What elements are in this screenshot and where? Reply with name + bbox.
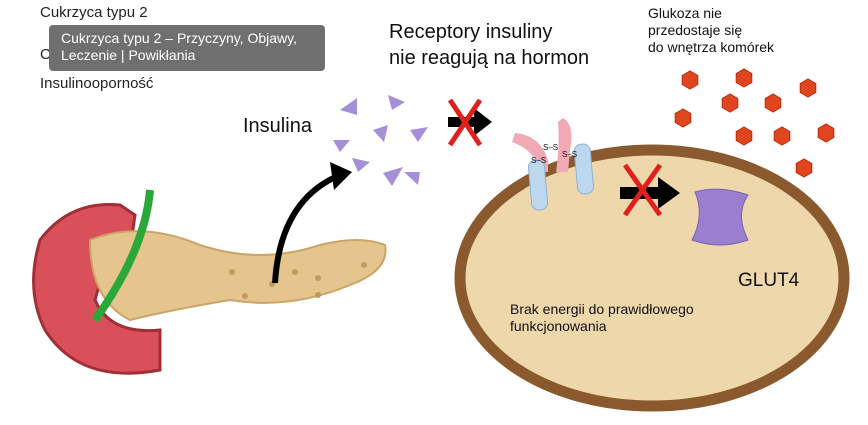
glucose-molecule — [681, 70, 699, 90]
glut4-label: GLUT4 — [738, 270, 800, 291]
insulin-label: Insulina — [243, 115, 313, 137]
glucose-label-line-3: do wnętrza komórek — [648, 39, 775, 55]
insulin-molecules — [333, 95, 428, 186]
disulfide-label: S–S — [562, 150, 577, 159]
secretion-arrow — [272, 172, 342, 284]
energy-label: Brak energii do prawidłowego — [510, 301, 694, 317]
glucose-molecule — [764, 93, 782, 113]
receptor-title-line-2: nie reagują na hormon — [389, 47, 589, 69]
blocked-arrow-icon — [447, 98, 492, 147]
energy-label-line-2: funkcjonowania — [510, 318, 607, 334]
secretion-arrow-head — [330, 162, 352, 190]
cell — [454, 144, 850, 412]
related-links: Cukrzyca typu 2 C Insulinooporność — [40, 0, 340, 100]
glucose-molecule — [735, 126, 753, 146]
tooltip: Cukrzyca typu 2 – Przyczyny, Objawy, Lec… — [49, 25, 325, 71]
glucose-label-line-2: przedostaje się — [648, 22, 742, 38]
glucose-molecule — [735, 68, 753, 88]
glucose-molecule — [674, 108, 692, 128]
glucose-molecule — [773, 126, 791, 146]
blocked-arrow-icon — [620, 163, 680, 217]
glucose-molecule — [795, 158, 813, 178]
glucose-label: Glukoza nie — [648, 5, 722, 21]
disulfide-label: S–S — [543, 143, 558, 152]
glucose-molecule — [817, 123, 835, 143]
glut4-transporter — [691, 188, 749, 246]
glucose-molecules — [674, 68, 835, 178]
pancreas-illustration — [32, 189, 387, 375]
receptor-title: Receptory insuliny — [389, 21, 552, 43]
link-cukrzyca-typu-2[interactable]: Cukrzyca typu 2 — [40, 4, 148, 21]
glucose-molecule — [721, 93, 739, 113]
glucose-molecule — [799, 78, 817, 98]
link-hidden[interactable]: C — [40, 46, 51, 63]
insulin-receptor: S–S S–S S–S — [512, 118, 594, 211]
disulfide-label: S–S — [531, 156, 546, 165]
link-insulinoopornosc[interactable]: Insulinooporność — [40, 75, 154, 92]
